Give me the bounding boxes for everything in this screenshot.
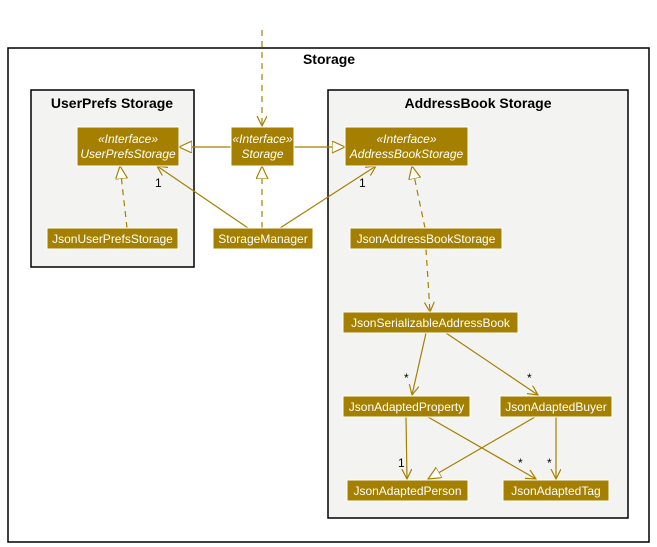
mult-serializable-buyer: * [527,371,532,385]
class-storagemanager: StorageManager [212,227,314,250]
class-jsonserializableaddressbook-name: JsonSerializableAddressBook [351,316,511,330]
class-storagemanager-name: StorageManager [218,232,307,246]
property-to-person [406,416,407,479]
class-jsonaddressbookstorage: JsonAddressBookStorage [349,227,503,250]
class-jsonadaptedperson: JsonAdaptedPerson [346,479,469,502]
serializable-to-property [412,332,427,395]
class-userprefsstorage-stereotype: «Interface» [98,132,158,146]
class-addressbookstorage-stereotype: «Interface» [376,132,436,146]
class-addressbookstorage-name: AddressBookStorage [349,147,464,161]
class-addressbookstorage: «Interface» AddressBookStorage [344,126,469,167]
relationships [120,30,556,479]
class-jsonserializableaddressbook: JsonSerializableAddressBook [342,311,519,334]
multiplicities: 1 1 * * 1 * * [155,176,552,470]
storagemanager-to-addressbookstorage [279,166,376,229]
class-jsonuserprefsstorage-name: JsonUserPrefsStorage [52,232,173,246]
mult-buyer-tag: * [547,456,552,470]
mult-property-person: 1 [398,456,405,470]
mult-manager-addressbook: 1 [359,176,366,190]
class-userprefsstorage-name: UserPrefsStorage [80,147,176,161]
mult-property-tag: * [518,456,523,470]
class-jsonadaptedbuyer-name: JsonAdaptedBuyer [505,400,606,414]
mult-manager-userprefs: 1 [155,176,162,190]
package-addressbook-title: AddressBook Storage [404,95,551,111]
package-userprefs-title: UserPrefs Storage [51,95,173,111]
buyer-extends-person [428,416,536,479]
class-jsonadaptedperson-name: JsonAdaptedPerson [353,484,461,498]
class-storage-stereotype: «Interface» [232,132,292,146]
class-jsonadaptedproperty: JsonAdaptedProperty [342,395,471,418]
class-jsonadaptedproperty-name: JsonAdaptedProperty [349,400,464,414]
class-userprefsstorage: «Interface» UserPrefsStorage [76,126,180,167]
package-storage-title: Storage [303,51,355,67]
serializable-to-buyer [445,332,538,395]
class-jsonadaptedbuyer: JsonAdaptedBuyer [499,395,613,418]
class-jsonadaptedtag-name: JsonAdaptedTag [511,484,600,498]
storagemanager-to-userprefsstorage [157,166,249,229]
mult-serializable-property: * [404,371,409,385]
class-storage: «Interface» Storage [230,126,295,167]
class-jsonuserprefsstorage: JsonUserPrefsStorage [46,227,179,250]
class-jsonadaptedtag: JsonAdaptedTag [502,479,610,502]
class-storage-name: Storage [241,147,283,161]
class-jsonaddressbookstorage-name: JsonAddressBookStorage [357,232,496,246]
